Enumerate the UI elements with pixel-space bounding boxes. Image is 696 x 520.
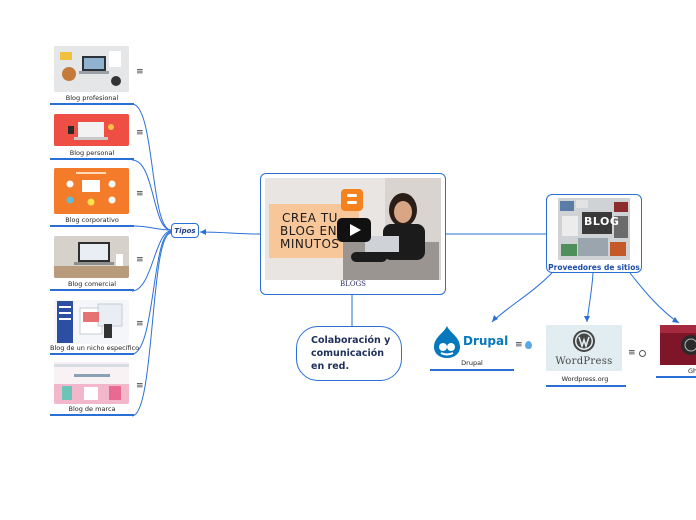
provider-underline <box>430 369 514 371</box>
arrowhead-gh <box>672 317 679 323</box>
type-image-nicho <box>54 300 129 344</box>
type-underline <box>50 353 134 355</box>
type-node-nicho[interactable]: ≡ Blog de un nicho específico <box>50 300 150 358</box>
arrowhead-tipos <box>200 229 206 235</box>
type-underline <box>50 289 134 291</box>
provider-drupal[interactable]: Drupal ≡ Drupal <box>428 323 538 373</box>
hamburger-menu-icon[interactable]: ≡ <box>136 255 144 265</box>
hamburger-menu-icon[interactable]: ≡ <box>515 340 523 350</box>
link-central-tipos <box>199 231 261 235</box>
type-node-profesional[interactable]: ≡ Blog profesional <box>50 46 150 106</box>
type-node-personal[interactable]: ≡ Blog personal <box>50 114 150 162</box>
type-underline <box>50 158 134 160</box>
collab-line: comunicación <box>311 348 385 359</box>
providers-thumb-text: BLOG <box>584 215 620 228</box>
drupal-small-icon <box>525 341 532 349</box>
link-tipos-personal <box>131 159 172 231</box>
link-tipos-profesional <box>131 103 172 231</box>
provider-label: Wordpress.org <box>561 375 609 383</box>
wordpress-logo-text: WordPress <box>555 356 613 367</box>
provider-underline <box>546 385 626 387</box>
provider-label: Gh <box>688 367 696 375</box>
provider-underline <box>656 376 696 378</box>
type-image-profesional <box>54 46 129 92</box>
collab-node[interactable]: Colaboración y comunicación en red. <box>296 326 402 381</box>
type-label: Blog profesional <box>65 94 119 102</box>
type-label: Blog personal <box>69 149 115 157</box>
providers-label: Proveedores de sitios <box>548 263 640 272</box>
link-tipos-comercial <box>131 230 172 292</box>
arrowhead-wordpress <box>584 316 590 322</box>
hamburger-menu-icon[interactable]: ≡ <box>136 319 144 329</box>
type-image-marca <box>54 362 129 404</box>
type-label: Blog corporativo <box>65 216 119 224</box>
type-underline <box>50 225 134 227</box>
link-providers-gh <box>629 272 680 324</box>
providers-node[interactable]: BLOG Proveedores de sitios <box>546 194 642 273</box>
provider-label: Drupal <box>461 359 483 367</box>
type-image-comercial <box>54 236 129 278</box>
thumb-title-line: MINUTOS <box>280 237 340 251</box>
wordpress-icon <box>573 330 595 352</box>
central-video-thumbnail[interactable]: CREA TU BLOG EN MINUTOS <box>265 178 441 280</box>
hamburger-menu-icon[interactable]: ≡ <box>136 381 144 391</box>
type-node-corporativo[interactable]: ≡ Blog corporativo <box>50 168 150 228</box>
providers-image: BLOG <box>558 198 630 260</box>
link-tipos-marca <box>131 232 172 417</box>
link-tipos-corporativo <box>131 225 172 231</box>
drupal-logo-text: Drupal <box>463 334 509 348</box>
hamburger-menu-icon[interactable]: ≡ <box>628 348 636 358</box>
central-caption: BLOGS <box>340 280 366 288</box>
wordpress-small-icon <box>639 350 646 357</box>
type-image-personal <box>54 114 129 146</box>
type-label: Blog de un nicho específico <box>50 344 140 352</box>
type-image-corporativo <box>54 168 129 214</box>
arrowhead-drupal <box>492 315 498 322</box>
type-underline <box>50 103 134 105</box>
type-label: Blog de marca <box>68 405 116 413</box>
hamburger-menu-icon[interactable]: ≡ <box>136 128 144 138</box>
provider-gh[interactable]: Gh <box>656 324 696 384</box>
hamburger-menu-icon[interactable]: ≡ <box>136 67 144 77</box>
hamburger-menu-icon[interactable]: ≡ <box>136 189 144 199</box>
link-providers-drupal <box>491 272 553 323</box>
type-node-comercial[interactable]: ≡ Blog comercial <box>50 236 150 294</box>
thumb-title-line: CREA TU <box>282 211 338 225</box>
type-label: Blog comercial <box>67 280 116 288</box>
collab-line: Colaboración y <box>311 335 391 346</box>
wordpress-logo-box: WordPress <box>546 325 622 371</box>
thumb-title-line: BLOG EN <box>280 224 338 238</box>
collab-line: en red. <box>311 361 350 372</box>
gh-image <box>660 325 696 365</box>
provider-wordpress[interactable]: WordPress ≡ Wordpress.org <box>546 324 656 388</box>
type-node-marca[interactable]: ≡ Blog de marca <box>50 362 150 420</box>
central-node[interactable]: CREA TU BLOG EN MINUTOS BLOGS <box>260 173 446 295</box>
thumbnail-title: CREA TU BLOG EN MINUTOS <box>280 212 340 251</box>
drupal-drop-icon <box>434 326 460 358</box>
link-providers-wordpress <box>586 272 594 323</box>
tipos-node[interactable]: Tipos <box>171 223 199 238</box>
type-underline <box>50 414 134 416</box>
link-tipos-nicho <box>131 231 172 355</box>
